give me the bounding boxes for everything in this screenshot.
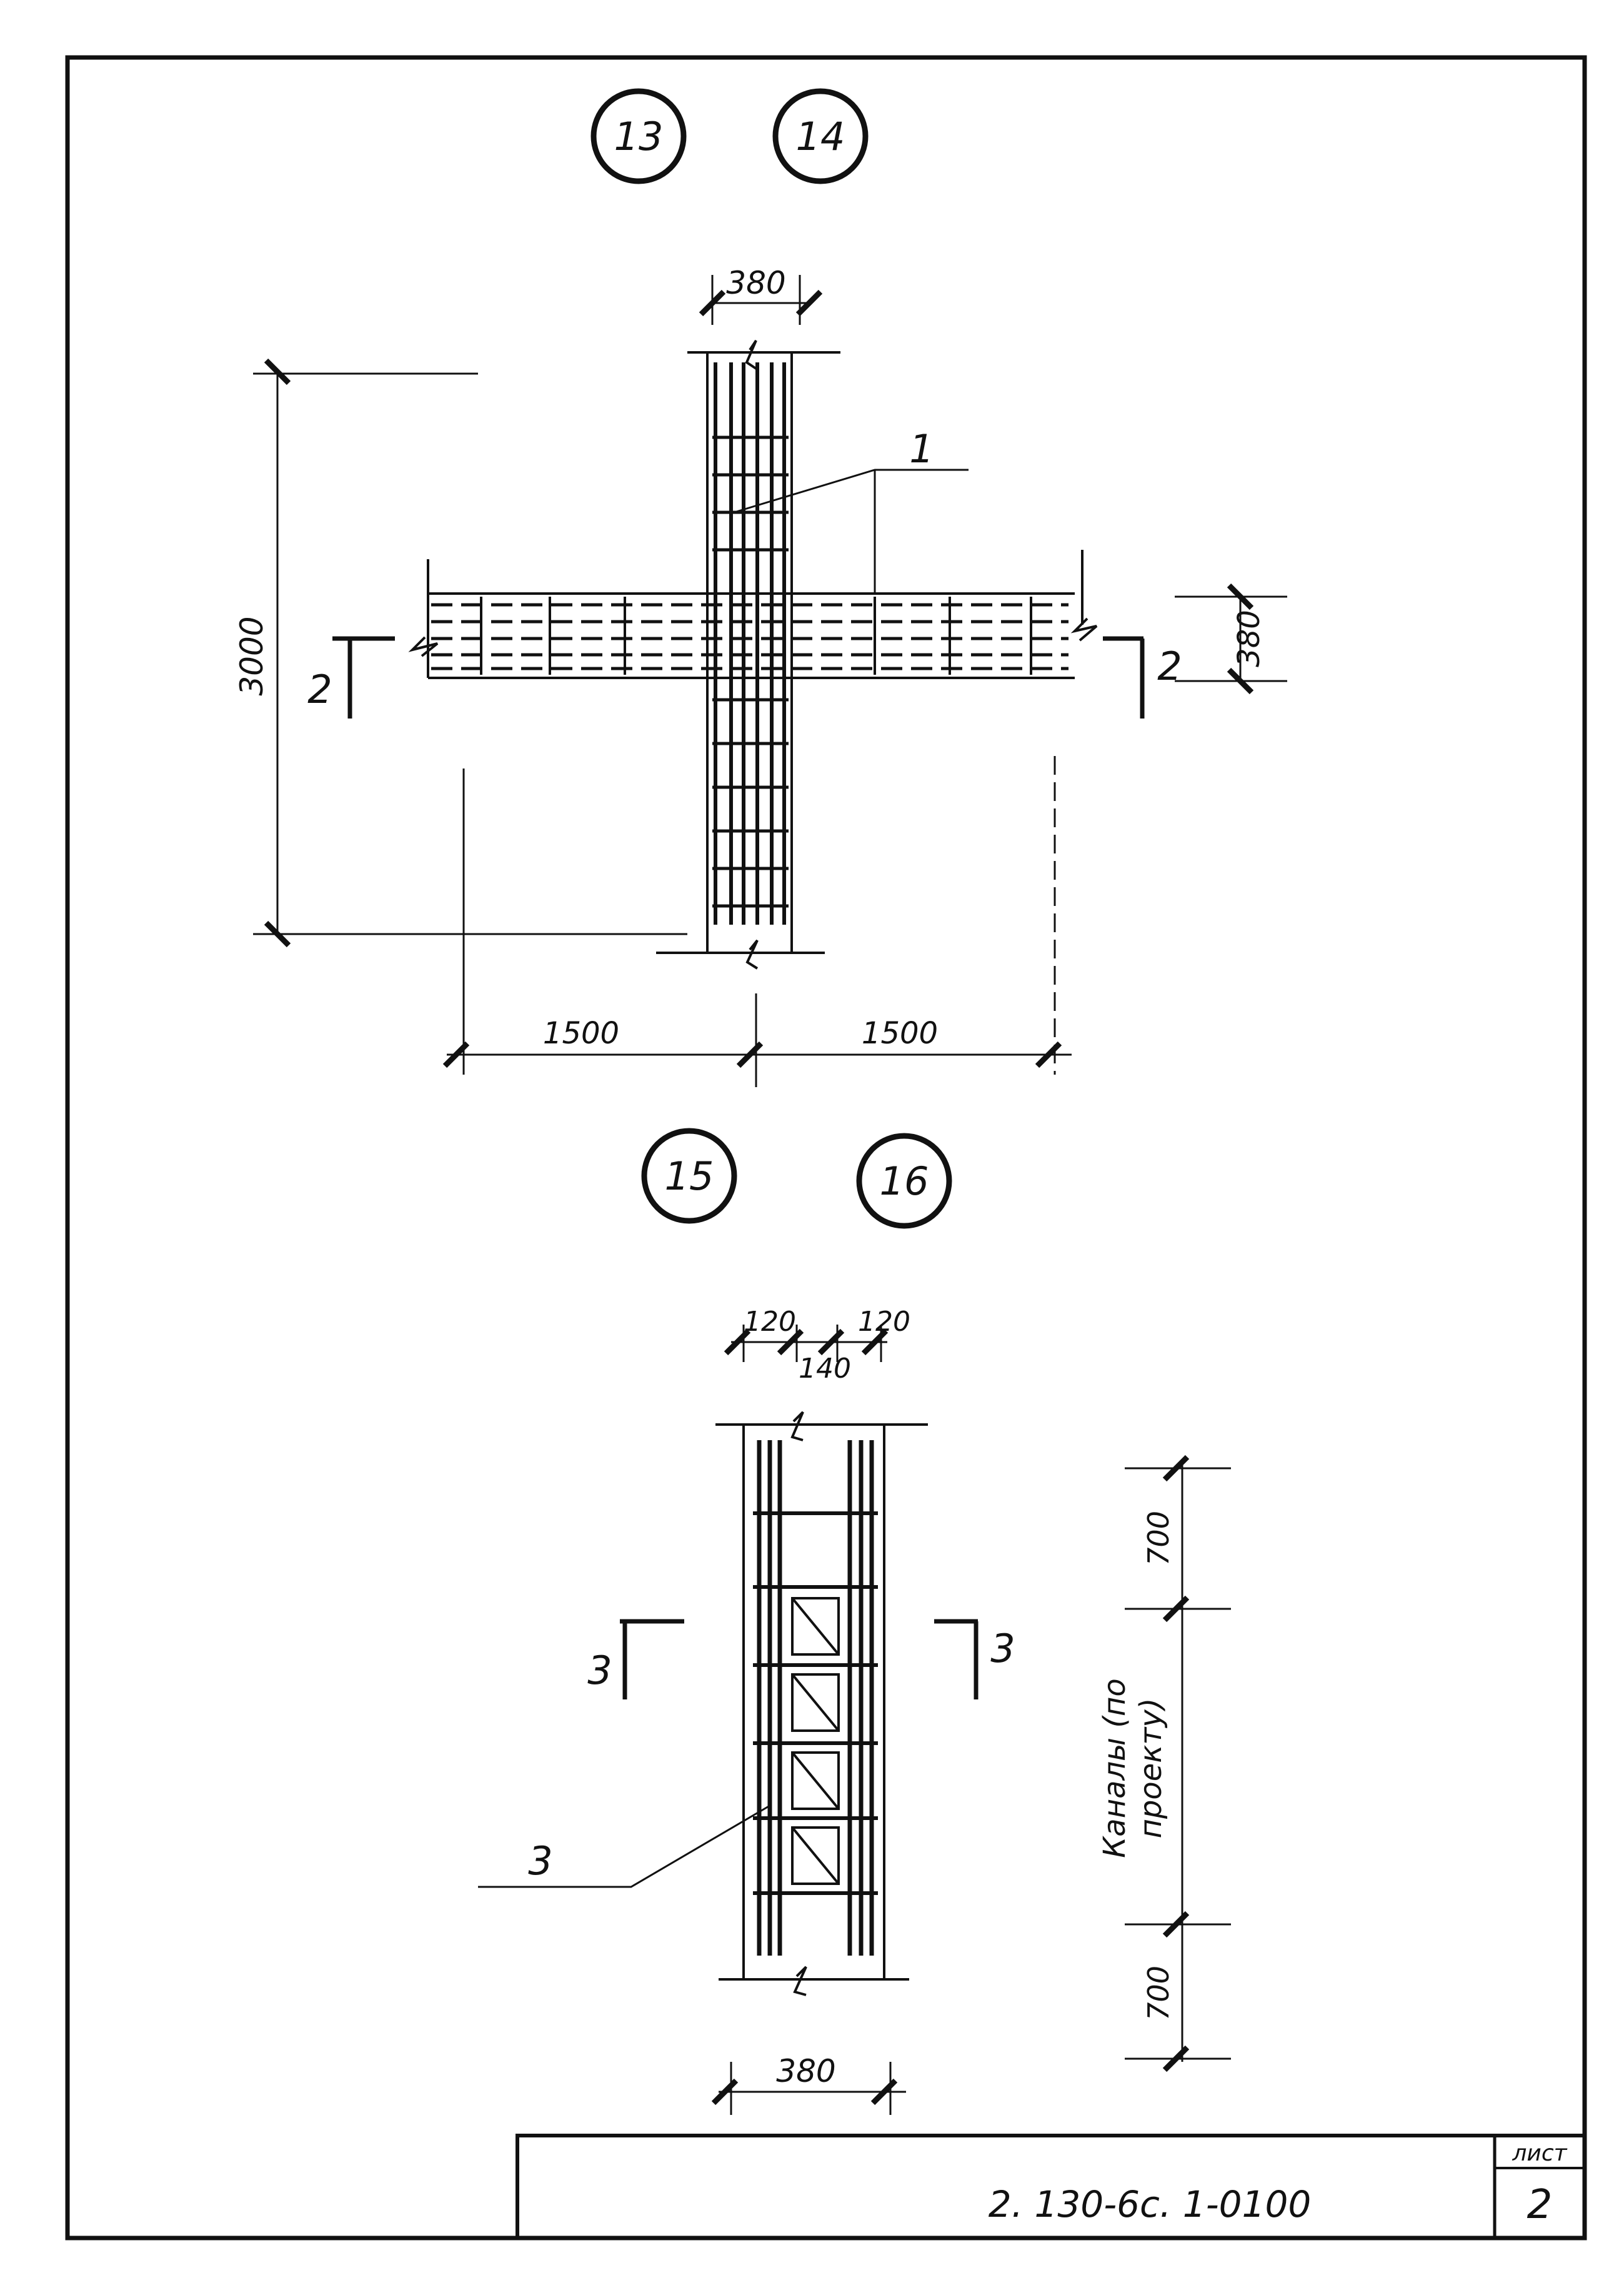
section-2-right (1103, 636, 1145, 719)
bottom-detail: 15 16 120 120 140 (478, 1128, 1231, 2115)
dim-edge-left-label: 120 (744, 1306, 796, 1338)
node-marker-16-label: 16 (880, 1158, 929, 1204)
wall-rebars (757, 1440, 874, 1956)
drawing-code: 2. 130-6с. 1-0100 (989, 2183, 1312, 2226)
dim-right-span-label: 1500 (862, 1016, 938, 1051)
section-2-left (332, 636, 395, 719)
beam-rebars (431, 603, 1069, 670)
dim-beam-depth (1175, 583, 1287, 695)
dim-right-chain (1125, 1455, 1231, 2072)
dim-bottom-width (711, 2062, 906, 2115)
leader-1 (734, 469, 969, 594)
dim-middle-label: 140 (799, 1353, 851, 1385)
node-marker-13 (590, 88, 687, 184)
dim-height-label: 3000 (234, 616, 270, 695)
dim-col-width-label: 380 (726, 265, 785, 301)
node-marker-15-label: 15 (665, 1153, 714, 1199)
node-marker-15 (641, 1128, 737, 1224)
node-marker-16 (856, 1133, 952, 1229)
wall-stirrups (753, 1511, 878, 1895)
title-block (516, 2134, 1587, 2240)
channels-label-line1: Каналы (по (1097, 1678, 1132, 1858)
channels (791, 1597, 840, 1885)
section-3-left-label: 3 (587, 1648, 612, 1693)
beam-stirrups (480, 597, 1032, 675)
node-marker-14 (772, 88, 869, 184)
outer-frame (65, 55, 1587, 2241)
column-rebars (714, 362, 786, 925)
node-marker-14-label: 14 (796, 114, 845, 159)
top-detail: 13 14 (234, 88, 1287, 1087)
wall-outline (715, 1411, 928, 1996)
dim-top-segments (724, 1325, 889, 1362)
leader-3-label: 3 (528, 1838, 552, 1884)
dim-col-width (699, 275, 823, 325)
section-2-right-label: 2 (1157, 644, 1182, 689)
dim-edge-right-label: 120 (858, 1306, 910, 1338)
column-outline (656, 339, 840, 970)
dim-top-700-label: 700 (1142, 1511, 1175, 1566)
beam-outline (408, 550, 1098, 679)
dim-bottom-700-label: 700 (1142, 1966, 1175, 2021)
dim-left-span-label: 1500 (543, 1016, 619, 1051)
section-3-right (934, 1619, 979, 1699)
column-stirrups (712, 435, 789, 908)
dim-spans (442, 756, 1072, 1087)
section-3-right-label: 3 (990, 1626, 1015, 1671)
sheet-number: 2 (1527, 2182, 1553, 2228)
section-2-left-label: 2 (307, 667, 332, 712)
leader-3 (478, 1804, 770, 1888)
section-3-left (620, 1619, 684, 1699)
leader-1-label: 1 (909, 426, 934, 472)
dim-height (253, 358, 687, 948)
node-marker-13-label: 13 (614, 114, 664, 159)
channels-label-line2: проекту) (1133, 1698, 1168, 1839)
dim-beam-depth-label: 380 (1232, 610, 1267, 667)
dim-bottom-width-label: 380 (776, 2053, 835, 2089)
sheet-label: лист (1512, 2141, 1567, 2166)
